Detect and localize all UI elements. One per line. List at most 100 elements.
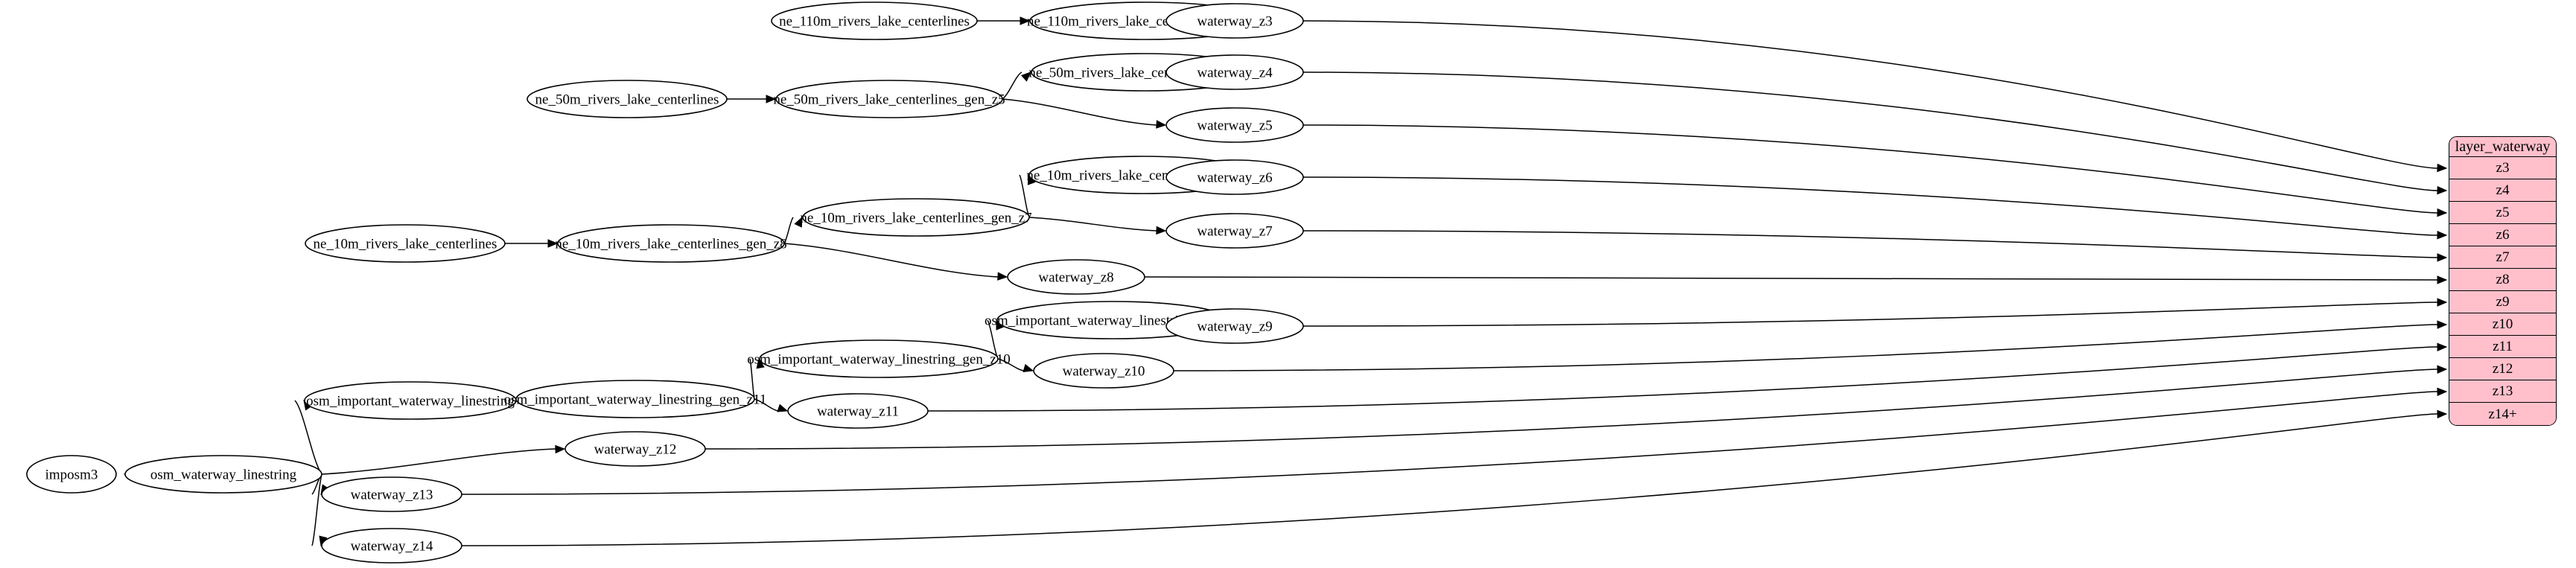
graph-node-ne_10m_rivers_lake_centerlines[interactable]: ne_10m_rivers_lake_centerlines [305, 224, 506, 263]
graph-node-waterway_z9[interactable]: waterway_z9 [1165, 308, 1304, 344]
edge-arrowhead [2437, 320, 2448, 329]
node-label: ne_110m_rivers_lake_centerlines [779, 14, 970, 30]
edge-arrowhead [1020, 16, 1031, 25]
node-shape [124, 455, 322, 494]
edge-arrowhead [2437, 365, 2448, 374]
graph-node-waterway_z10[interactable]: waterway_z10 [1033, 353, 1174, 389]
edge-arrowhead [547, 239, 559, 248]
graph-edge-waterway_z3--to--layer_waterway-z3 [1303, 20, 2438, 169]
node-label: waterway_z10 [1063, 364, 1145, 380]
node-label: waterway_z4 [1197, 66, 1273, 81]
node-shape [759, 339, 999, 378]
edge-arrowhead [2437, 253, 2448, 262]
graph-node-osm_important_waterway_linestring_gen_z10[interactable]: osm_important_waterway_linestring_gen_z1… [747, 339, 1011, 378]
layer-table-row-z13[interactable]: z13 [2449, 380, 2556, 403]
node-shape [1165, 213, 1304, 249]
graph-node-waterway_z13[interactable]: waterway_z13 [321, 476, 462, 512]
node-shape [775, 80, 1003, 118]
layer-table-row-z3[interactable]: z3 [2449, 157, 2556, 179]
graph-node-waterway_z12[interactable]: waterway_z12 [565, 431, 706, 467]
graph-edge-waterway_z8--to--layer_waterway-z8 [1144, 276, 2438, 281]
edge-arrowhead [2437, 409, 2448, 419]
layer-table-row-z6[interactable]: z6 [2449, 224, 2556, 246]
node-label: waterway_z6 [1197, 170, 1272, 186]
node-shape [321, 528, 462, 564]
graph-edge-ne_10m_rivers_lake_centerlines_gen_z8--to--waterway_z8 [783, 243, 999, 278]
node-label: ne_10m_rivers_lake_centerlines_gen_z7 [800, 211, 1031, 226]
graph-node-osm_waterway_linestring[interactable]: osm_waterway_linestring [124, 455, 322, 494]
graph-node-ne_10m_rivers_lake_centerlines_gen_z7[interactable]: ne_10m_rivers_lake_centerlines_gen_z7 [800, 198, 1032, 237]
node-shape [771, 1, 978, 40]
graph-node-ne_10m_rivers_lake_centerlines_gen_z8[interactable]: ne_10m_rivers_lake_centerlines_gen_z8 [555, 224, 787, 263]
graph-edge-ne_10m_rivers_lake_centerlines_gen_z8--to--ne_10m_rivers_lake_centerlines_gen_z7 [783, 217, 794, 244]
node-label: osm_important_waterway_linestring_gen_z1… [747, 352, 1011, 368]
graph-edge-waterway_z13--to--layer_waterway-z13 [461, 391, 2438, 495]
graph-node-ne_50m_rivers_lake_centerlines_gen_z5[interactable]: ne_50m_rivers_lake_centerlines_gen_z5 [773, 80, 1005, 118]
layer-table-row-z10[interactable]: z10 [2449, 313, 2556, 336]
edge-arrowhead [1023, 363, 1034, 372]
layer-table-row-z11[interactable]: z11 [2449, 336, 2556, 358]
graph-edge-waterway_z9--to--layer_waterway-z9 [1303, 301, 2438, 327]
layer-table-row-z4[interactable]: z4 [2449, 179, 2556, 202]
edge-arrowhead [777, 403, 789, 412]
layer-table-row-z14plus[interactable]: z14+ [2449, 403, 2556, 425]
graph-node-waterway_z6[interactable]: waterway_z6 [1165, 159, 1304, 195]
layer-table-row-z12[interactable]: z12 [2449, 358, 2556, 380]
graph-edge-osm_waterway_linestring--to--waterway_z14 [311, 473, 322, 546]
layer-table-row-z8[interactable]: z8 [2449, 269, 2556, 291]
graph-edge-waterway_z10--to--layer_waterway-z10 [1173, 324, 2438, 371]
graph-edge-waterway_z7--to--layer_waterway-z7 [1303, 230, 2438, 258]
edge-arrowhead [2437, 185, 2448, 195]
graph-node-waterway_z11[interactable]: waterway_z11 [787, 393, 929, 429]
node-label: ne_50m_rivers_lake_centerlines [535, 92, 719, 108]
node-shape [26, 455, 117, 494]
node-shape [515, 380, 755, 418]
node-group: imposm3 osm_waterway_linestring osm_import… [26, 1, 1304, 564]
graph-node-waterway_z7[interactable]: waterway_z7 [1165, 213, 1304, 249]
edge-group [115, 16, 2448, 547]
graph-node-osm_important_waterway_linestring_gen_z11[interactable]: osm_important_waterway_linestring_gen_z1… [504, 380, 767, 418]
edge-arrowhead [2437, 387, 2448, 397]
graph-node-waterway_z5[interactable]: waterway_z5 [1165, 107, 1304, 143]
node-shape [1165, 54, 1304, 90]
node-label: imposm3 [45, 468, 98, 483]
graph-node-imposm3[interactable]: imposm3 [26, 455, 117, 494]
node-label: waterway_z13 [351, 488, 433, 503]
node-label: waterway_z14 [351, 539, 433, 555]
layer-table-row-z9[interactable]: z9 [2449, 291, 2556, 313]
node-label: waterway_z9 [1197, 319, 1272, 335]
graph-node-osm_important_waterway_linestring[interactable]: osm_important_waterway_linestring [304, 381, 517, 420]
graph-edge-osm_waterway_linestring--to--waterway_z12 [321, 448, 556, 475]
graph-node-ne_50m_rivers_lake_centerlines[interactable]: ne_50m_rivers_lake_centerlines [527, 80, 728, 118]
edge-arrowhead [2437, 231, 2448, 240]
node-label: waterway_z8 [1038, 270, 1113, 286]
graph-edge-ne_50m_rivers_lake_centerlines_gen_z5--to--ne_50m_rivers_lake_centerlines_gen_z4 [1002, 71, 1023, 100]
edge-arrowhead [1156, 226, 1167, 235]
graph-edge-ne_50m_rivers_lake_centerlines_gen_z5--to--waterway_z5 [1002, 98, 1157, 126]
node-label: waterway_z3 [1197, 14, 1272, 30]
node-label: ne_50m_rivers_lake_centerlines_gen_z5 [773, 92, 1005, 108]
node-shape [305, 224, 506, 263]
graph-node-waterway_z3[interactable]: waterway_z3 [1165, 3, 1304, 39]
graph-edge-osm_important_waterway_linestring_gen_z10--to--waterway_z10 [997, 358, 1025, 371]
layer-table-header: layer_waterway [2449, 137, 2556, 157]
graph-node-waterway_z8[interactable]: waterway_z8 [1007, 259, 1145, 295]
edge-arrowhead [794, 216, 803, 228]
layer-table-row-z5[interactable]: z5 [2449, 202, 2556, 224]
graph-node-waterway_z4[interactable]: waterway_z4 [1165, 54, 1304, 90]
node-shape [557, 224, 785, 263]
node-label: waterway_z5 [1197, 118, 1272, 134]
node-shape [527, 80, 728, 118]
node-shape [802, 198, 1030, 237]
node-label: osm_important_waterway_linestring [306, 394, 515, 409]
graph-edge-osm_important_waterway_linestring_gen_z11--to--waterway_z11 [754, 398, 779, 412]
node-shape [1165, 159, 1304, 195]
layer-table-row-z7[interactable]: z7 [2449, 246, 2556, 269]
graph-edge-ne_10m_rivers_lake_centerlines_gen_z7--to--waterway_z7 [1028, 217, 1157, 232]
graph-node-waterway_z14[interactable]: waterway_z14 [321, 528, 462, 564]
graph-node-ne_110m_rivers_lake_centerlines[interactable]: ne_110m_rivers_lake_centerlines [771, 1, 978, 40]
node-label: waterway_z7 [1197, 224, 1272, 240]
graph-edge-osm_waterway_linestring--to--osm_important_waterway_linestring [294, 400, 322, 475]
